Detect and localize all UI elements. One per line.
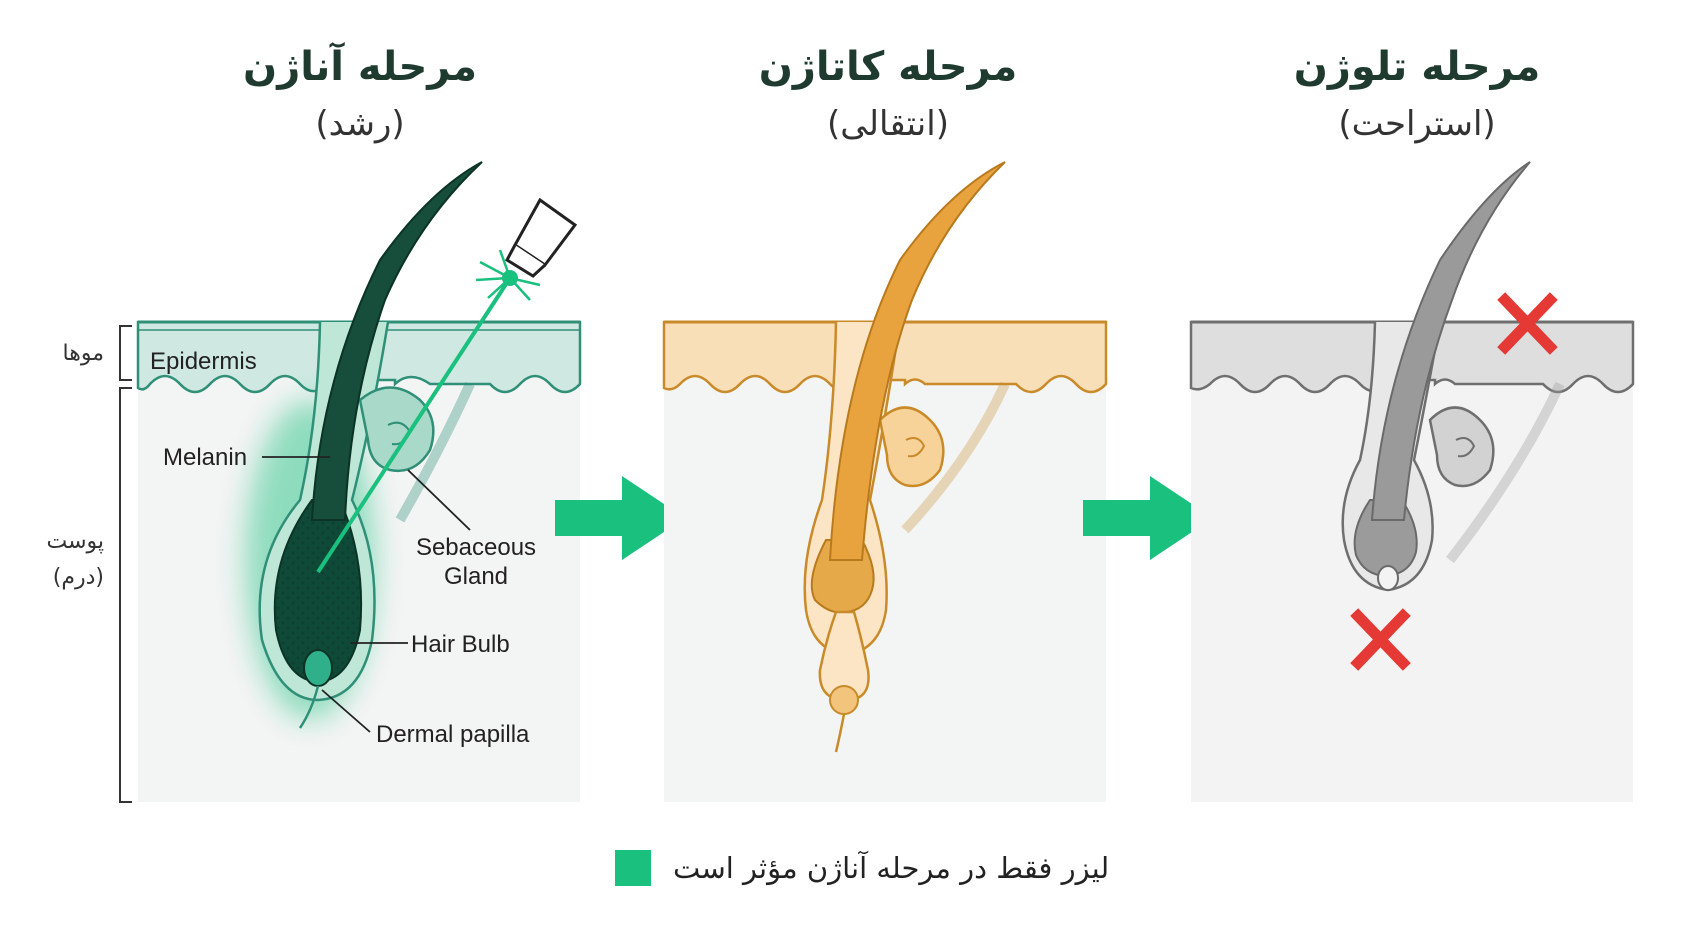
- label-melanin: Melanin: [163, 444, 247, 471]
- laser-beam: [316, 276, 512, 574]
- arrow-right-icon: [555, 476, 685, 560]
- label-sebaceous-1: Sebaceous: [416, 534, 536, 561]
- legend-swatch: [615, 850, 651, 886]
- legend-text: لیزر فقط در مرحله آناژن مؤثر است: [673, 851, 1110, 885]
- laser-handpiece-icon: [316, 197, 578, 574]
- stage-subtitle-catagen: (انتقالی): [827, 104, 949, 144]
- label-epidermis: Epidermis: [150, 348, 257, 375]
- sebaceous-gland-shape: [358, 386, 435, 473]
- stage-subtitle-anagen: (رشد): [315, 104, 405, 144]
- x-mark-icon: [1350, 608, 1411, 671]
- stage-subtitle-telogen: (استراحت): [1338, 104, 1496, 144]
- stage-title-telogen: مرحله تلوژن: [1293, 44, 1541, 90]
- label-hair-bulb: Hair Bulb: [411, 631, 510, 658]
- anagen-panel: [136, 161, 582, 802]
- arrow-right-icon: [1083, 476, 1213, 560]
- legend: لیزر فقط در مرحله آناژن مؤثر است: [615, 848, 1109, 888]
- stage-title-catagen: مرحله کاتاژن: [758, 44, 1018, 90]
- stage-title-anagen: مرحله آناژن: [243, 44, 477, 90]
- catagen-panel: [662, 161, 1108, 802]
- label-dermal-papilla: Dermal papilla: [376, 721, 530, 748]
- telogen-panel: [1189, 161, 1635, 802]
- side-bracket: [119, 325, 132, 803]
- dermal-papilla-shape: [303, 649, 333, 687]
- anagen-hair-shaft: [310, 161, 483, 521]
- label-sebaceous-2: Gland: [444, 563, 508, 590]
- side-label-skin: پوست: [46, 529, 104, 554]
- side-label-dermis: (درم): [53, 565, 104, 590]
- side-label-top: موها: [63, 341, 104, 366]
- x-mark-icon: [1497, 292, 1558, 355]
